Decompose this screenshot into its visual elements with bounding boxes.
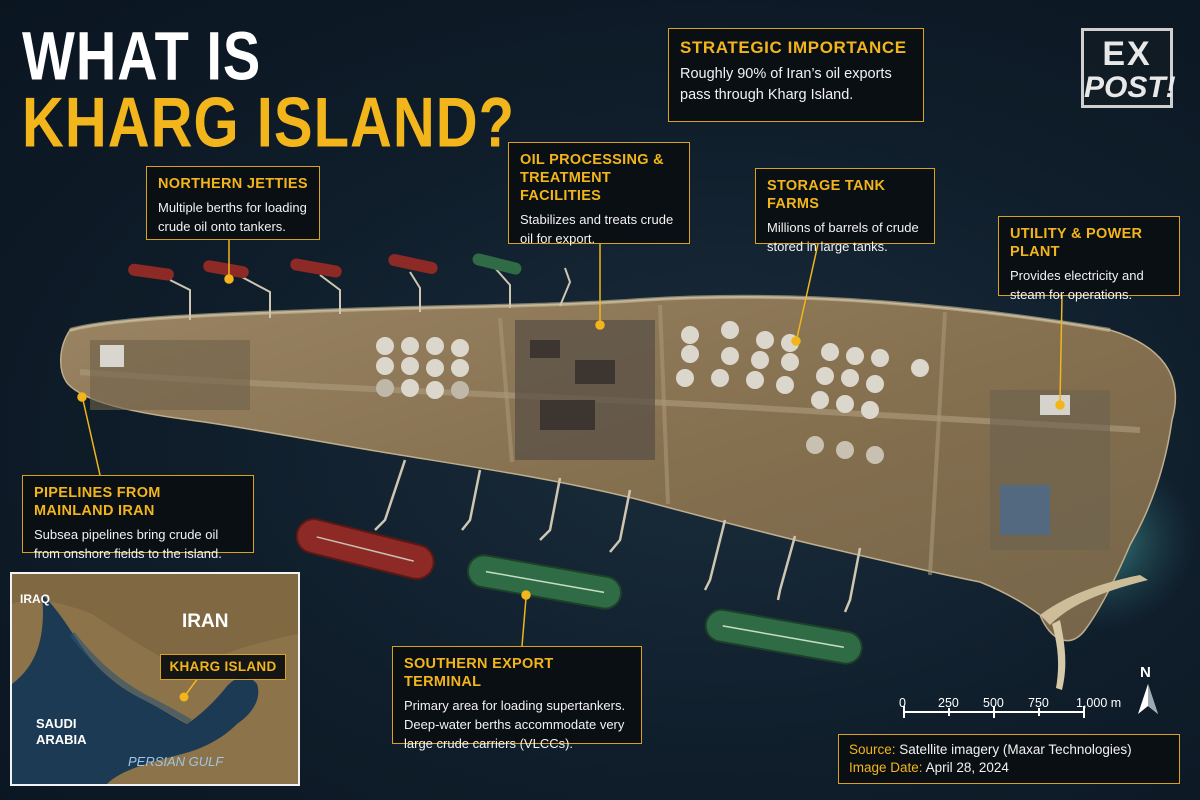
callout-body: Primary area for loading supertankers. D…	[404, 698, 626, 751]
scale-tick-label: 1,000 m	[1076, 696, 1122, 710]
callout-storage-tank-farms: STORAGE TANK FARMS Millions of barrels o…	[755, 168, 935, 254]
callout-pin-icon	[595, 320, 605, 330]
northern-tankers	[128, 253, 522, 281]
supertanker-green-2	[704, 608, 863, 665]
source-line: Source: Satellite imagery (Maxar Technol…	[849, 741, 1169, 759]
inset-label-saudi-line2: ARABIA	[36, 732, 87, 748]
facility-building	[575, 360, 615, 384]
inset-label-saudi-arabia: SAUDI ARABIA	[36, 716, 87, 749]
title-line-1: WHAT IS	[22, 17, 262, 94]
callout-strategic-importance: STRATEGIC IMPORTANCE Roughly 90% of Iran…	[668, 28, 924, 122]
logo-line-1: EX	[1102, 35, 1152, 73]
power-plant-building	[1000, 485, 1050, 535]
logo-line-2: POST!	[1084, 71, 1176, 104]
western-building	[100, 345, 124, 367]
callout-heading: STRATEGIC IMPORTANCE	[680, 38, 907, 57]
callout-pipelines: PIPELINES FROM MAINLAND IRAN Subsea pipe…	[22, 475, 254, 561]
date-value: April 28, 2024	[925, 760, 1009, 776]
facility-building	[540, 400, 595, 430]
north-label: N	[1140, 664, 1151, 681]
tank-farm-west	[376, 337, 469, 399]
inset-label-iraq: IRAQ	[20, 592, 50, 606]
date-key: Image Date:	[849, 760, 923, 776]
callout-body: Stabilizes and treats crude oil for expo…	[520, 212, 674, 247]
supertanker-green-1	[466, 554, 623, 610]
callout-southern-export-terminal: SOUTHERN EXPORT TERMINAL Primary area fo…	[392, 646, 642, 751]
callout-heading: NORTHERN JETTIES	[158, 176, 308, 192]
callout-heading: OIL PROCESSING & TREATMENT FACILITIES	[520, 152, 664, 205]
southern-breakwater	[1040, 575, 1148, 625]
tank-farm-east	[806, 343, 929, 464]
north-arrow-icon	[1138, 684, 1158, 714]
scale-tick-label: 500	[983, 696, 1004, 710]
scale-tick-label: 750	[1028, 696, 1049, 710]
title-line-2: KHARG ISLAND?	[22, 83, 516, 163]
callout-pin-icon	[1055, 400, 1065, 410]
cross-road-3	[928, 311, 947, 576]
callout-body: Subsea pipelines bring crude oil from on…	[34, 527, 222, 562]
callout-pin-icon	[521, 590, 531, 600]
inset-kharg-island-tag: KHARG ISLAND	[160, 654, 286, 680]
callout-leaders	[77, 240, 1065, 647]
callout-pin-icon	[224, 274, 234, 284]
inset-location-map: IRAQ IRAN SAUDI ARABIA PERSIAN GULF KHAR…	[10, 572, 300, 786]
scale-tick-label: 250	[938, 696, 959, 710]
callout-body: Provides electricity and steam for opera…	[1010, 268, 1144, 303]
callout-oil-processing: OIL PROCESSING & TREATMENT FACILITIES St…	[508, 142, 690, 246]
inset-terrain	[12, 574, 298, 784]
callout-body: Multiple berths for loading crude oil on…	[158, 200, 307, 234]
cross-road-2	[658, 304, 670, 505]
callout-heading: SOUTHERN EXPORT TERMINAL	[404, 656, 554, 691]
date-line: Image Date: April 28, 2024	[849, 759, 1169, 777]
inset-label-iran: IRAN	[182, 611, 229, 632]
callout-heading: PIPELINES FROM MAINLAND IRAN	[34, 485, 161, 520]
callout-utility-power-plant: UTILITY & POWER PLANT Provides electrici…	[998, 216, 1180, 302]
inset-label-saudi-line1: SAUDI	[36, 716, 77, 731]
northern-jetty-trestles	[169, 267, 572, 320]
cross-road-1	[498, 317, 514, 463]
callout-body: Millions of barrels of crude stored in l…	[767, 220, 919, 255]
callout-heading: UTILITY & POWER PLANT	[1010, 226, 1143, 261]
callout-body: Roughly 90% of Iran’s oil exports pass t…	[680, 66, 892, 104]
north-coastline	[69, 294, 1111, 332]
power-plant-structure	[1040, 395, 1070, 415]
sand-spit	[1052, 620, 1066, 690]
scale-tick-label: 0	[899, 696, 906, 710]
source-value: Satellite imagery (Maxar Technologies)	[899, 742, 1132, 757]
supertanker-red	[295, 518, 435, 580]
callout-pin-icon	[791, 336, 801, 346]
inset-label-persian-gulf: PERSIAN GULF	[128, 754, 224, 769]
source-box: Source: Satellite imagery (Maxar Technol…	[838, 734, 1180, 784]
facility-building	[530, 340, 560, 358]
source-key: Source:	[849, 742, 896, 757]
scale-bar	[903, 706, 1085, 718]
callout-northern-jetties: NORTHERN JETTIES Multiple berths for loa…	[146, 166, 320, 240]
tank-farm-central	[676, 321, 799, 394]
callout-pin-icon	[77, 392, 87, 402]
expost-logo: EX POST!	[1081, 28, 1176, 108]
southern-jetty-trestles	[374, 459, 862, 613]
callout-heading: STORAGE TANK FARMS	[767, 178, 886, 213]
